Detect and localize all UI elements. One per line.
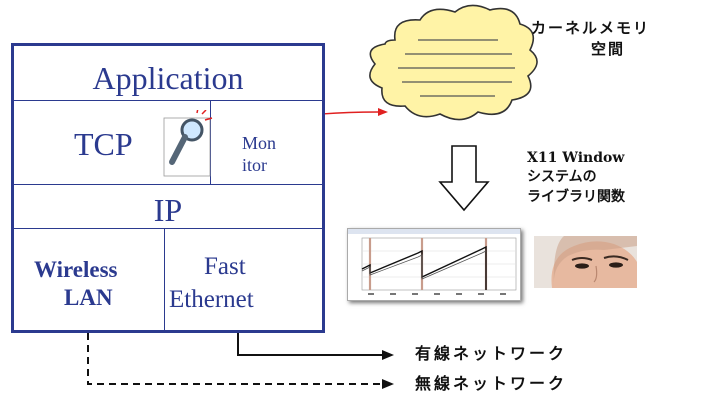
wireless-network-label: 無線ネットワーク [415,374,568,393]
divider-monitor [210,100,211,184]
monitor-label: Mon itor [242,132,276,176]
ip-layer: IP [153,192,183,228]
magnifier-icon [163,110,213,177]
x11-label-line1: X11 Window [527,150,625,166]
kernel-memory-label-line2: 空間 [591,40,626,58]
monitor-label-line2: itor [242,155,267,175]
application-layer: Application [92,60,244,96]
wireless-lan-label-line2: LAN [64,285,113,310]
kernel-memory-label-line1: カーネルメモリ [531,19,651,37]
x11-label-line2: システムの [527,169,597,185]
monitor-chart-screenshot [347,228,521,301]
protocol-stack: Application TCP Mon itor IP Wireless LAN… [11,43,325,333]
wired-network-label: 有線ネットワーク [415,344,568,363]
x11-label-line3: ライブラリ関数 [527,189,625,205]
wired-network-line [237,333,394,360]
fast-ethernet-label-line1: Fast [204,253,246,280]
user-face-image [534,236,637,288]
divider-tcp [14,184,322,185]
down-arrow [438,145,490,212]
monitor-label-line1: Mon [242,133,277,153]
divider-link [164,228,165,330]
divider-app [14,100,322,101]
kernel-memory-cloud [369,4,538,121]
divider-ip [14,228,322,229]
tcp-layer: TCP [74,126,133,162]
fast-ethernet-label-line2: Ethernet [169,286,254,313]
wireless-network-line [87,333,394,389]
wireless-lan-label-line1: Wireless [34,257,118,282]
